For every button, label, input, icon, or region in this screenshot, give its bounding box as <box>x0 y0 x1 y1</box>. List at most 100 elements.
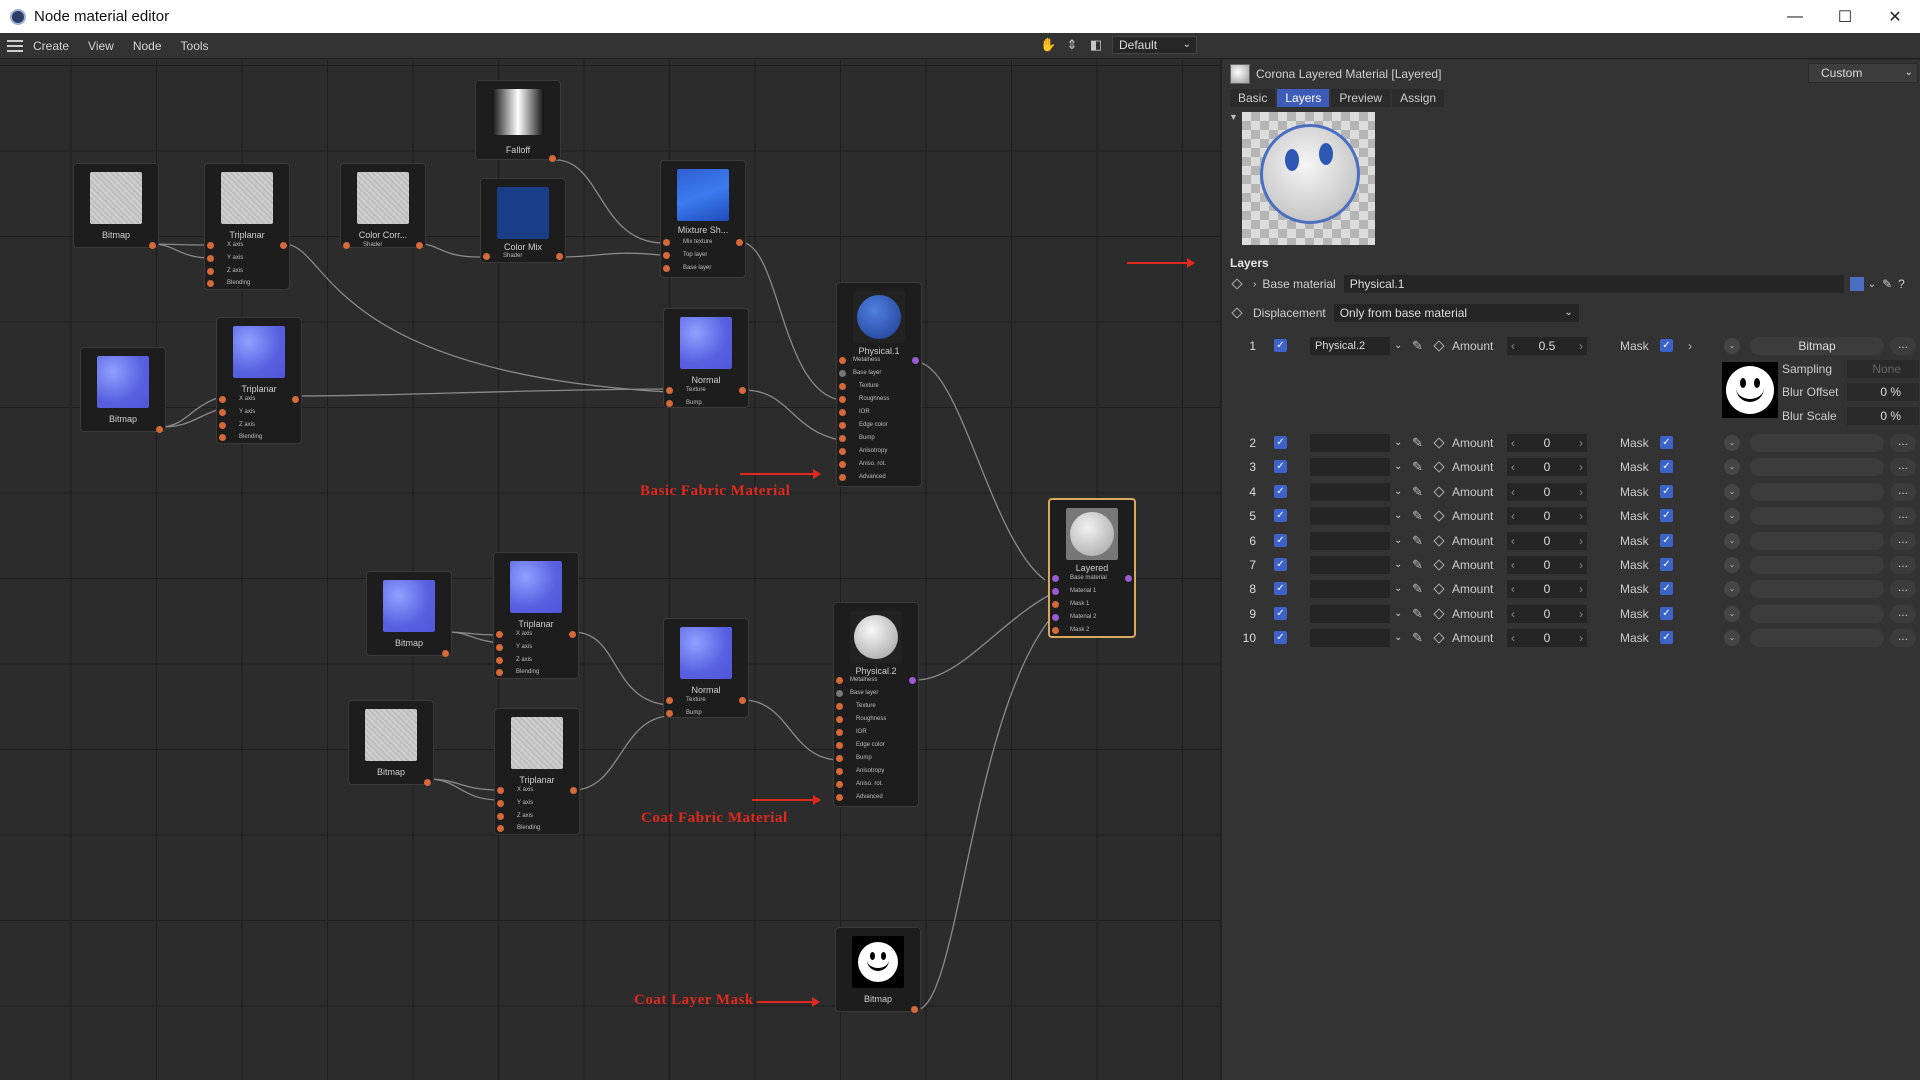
input-port[interactable] <box>839 357 846 364</box>
input-port[interactable] <box>1052 614 1059 621</box>
amount-field[interactable]: ‹0› <box>1507 604 1587 623</box>
edit-icon[interactable]: ✎ <box>1412 630 1423 646</box>
input-port[interactable] <box>836 703 843 710</box>
keyframe-icon[interactable] <box>1433 510 1445 522</box>
expand-mask-icon[interactable]: ⌄ <box>1724 605 1740 622</box>
input-port[interactable] <box>836 742 843 749</box>
collapse-icon[interactable]: ▼ <box>1229 112 1238 122</box>
layer-enabled-checkbox[interactable]: ✓ <box>1274 509 1287 523</box>
input-port[interactable] <box>496 631 503 638</box>
input-port[interactable] <box>839 383 846 390</box>
expand-mask-icon[interactable]: ⌄ <box>1724 581 1740 598</box>
layer-enabled-checkbox[interactable]: ✓ <box>1274 339 1287 352</box>
move-icon[interactable]: ⇕ <box>1066 37 1078 52</box>
input-port[interactable] <box>666 697 673 704</box>
layer-enabled-checkbox[interactable]: ✓ <box>1274 558 1287 571</box>
layer-material-field[interactable] <box>1310 434 1390 452</box>
expand-mask-icon[interactable]: ⌄ <box>1724 532 1740 549</box>
input-port[interactable] <box>207 242 214 249</box>
input-port[interactable] <box>839 461 846 468</box>
chevron-right-icon[interactable]: › <box>1253 278 1257 290</box>
edit-icon[interactable]: ✎ <box>1412 581 1423 597</box>
bitmap-node[interactable]: Bitmap <box>80 347 166 433</box>
mask-checkbox[interactable]: ✓ <box>1660 436 1673 449</box>
chevron-down-icon[interactable]: ⌄ <box>1394 340 1403 351</box>
input-port[interactable] <box>839 396 846 403</box>
node-canvas[interactable]: Falloff Bitmap Triplanar X axis Y axis Z… <box>0 60 1220 1080</box>
output-port[interactable] <box>149 242 156 249</box>
material-swatch-icon[interactable] <box>1849 277 1864 291</box>
keyframe-icon[interactable] <box>1433 608 1445 620</box>
input-port[interactable] <box>219 434 226 441</box>
layer-material-field[interactable] <box>1310 629 1390 648</box>
keyframe-icon[interactable] <box>1433 534 1445 547</box>
layer-material-field[interactable] <box>1310 507 1390 526</box>
output-port[interactable] <box>442 650 449 657</box>
layer-enabled-checkbox[interactable]: ✓ <box>1274 606 1287 620</box>
mixture-shader-node[interactable]: Mixture Sh... Mix texture Top layer Base… <box>660 160 746 278</box>
more-button[interactable]: ... <box>1890 604 1916 623</box>
input-port[interactable] <box>497 787 504 794</box>
chevron-down-icon[interactable]: ⌄ <box>1867 278 1877 290</box>
input-port[interactable] <box>343 242 350 249</box>
edit-icon[interactable]: ✎ <box>1412 605 1423 621</box>
chevron-down-icon[interactable]: ⌄ <box>1394 510 1403 522</box>
mask-shader-field[interactable] <box>1750 482 1884 501</box>
maximize-button[interactable]: ☐ <box>1837 8 1853 26</box>
tab-basic[interactable]: Basic <box>1230 89 1276 107</box>
layer-material-field[interactable] <box>1310 458 1390 477</box>
layered-node[interactable]: Layered Base material Material 1 Mask 1 … <box>1048 498 1136 638</box>
input-port[interactable] <box>219 409 226 416</box>
chevron-down-icon[interactable]: ⌄ <box>1394 534 1403 546</box>
expand-mask-icon[interactable]: ⌄ <box>1724 483 1740 500</box>
mask-checkbox[interactable]: ✓ <box>1660 509 1673 523</box>
keyframe-icon[interactable] <box>1433 583 1445 596</box>
triplanar-node[interactable]: Triplanar X axis Y axis Z axis Blending <box>204 163 290 290</box>
bitmap-node[interactable]: Bitmap <box>366 571 452 657</box>
input-port[interactable] <box>1052 575 1059 582</box>
menu-node[interactable]: Node <box>132 38 162 53</box>
menu-view[interactable]: View <box>88 38 114 53</box>
mask-checkbox[interactable]: ✓ <box>1660 582 1673 596</box>
mask-shader-field[interactable] <box>1750 580 1884 599</box>
panel-toggle-icon[interactable]: ◧ <box>1089 37 1103 52</box>
layer-material-field[interactable] <box>1310 580 1390 599</box>
input-port[interactable] <box>207 268 214 275</box>
input-port[interactable] <box>839 422 846 429</box>
more-button[interactable]: ... <box>1890 337 1916 355</box>
input-port[interactable] <box>497 800 504 807</box>
input-port[interactable] <box>219 396 226 403</box>
input-port[interactable] <box>1052 588 1059 595</box>
amount-field[interactable]: ‹0› <box>1507 507 1587 526</box>
input-port[interactable] <box>836 768 843 775</box>
edit-icon[interactable]: ✎ <box>1412 435 1423 450</box>
chevron-down-icon[interactable]: ⌄ <box>1394 607 1403 619</box>
chevron-right-icon[interactable]: › <box>1688 339 1692 353</box>
more-button[interactable]: ... <box>1890 507 1916 526</box>
mask-checkbox[interactable]: ✓ <box>1660 558 1673 571</box>
edit-icon[interactable]: ✎ <box>1412 532 1423 548</box>
input-port[interactable] <box>497 813 504 820</box>
output-port[interactable] <box>739 697 746 704</box>
input-port[interactable] <box>836 781 843 788</box>
chevron-down-icon[interactable]: ⌄ <box>1394 437 1403 448</box>
keyframe-icon[interactable] <box>1433 340 1445 352</box>
displacement-select[interactable]: Only from base material ⌄ <box>1333 304 1579 322</box>
output-port[interactable] <box>569 631 576 638</box>
mask-checkbox[interactable]: ✓ <box>1660 606 1673 620</box>
input-port[interactable] <box>836 729 843 736</box>
output-port[interactable] <box>280 242 287 249</box>
tab-assign[interactable]: Assign <box>1392 89 1445 107</box>
mask-checkbox[interactable]: ✓ <box>1660 460 1673 474</box>
input-port[interactable] <box>663 252 670 259</box>
expand-mask-icon[interactable]: ⌄ <box>1724 459 1740 476</box>
layer-material-field[interactable] <box>1310 482 1390 501</box>
output-port[interactable] <box>570 787 577 794</box>
bitmap-node[interactable]: Bitmap <box>348 700 434 786</box>
amount-field[interactable]: ‹0› <box>1507 482 1587 501</box>
base-material-field[interactable]: Physical.1 <box>1343 275 1844 293</box>
bitmap-node[interactable]: Bitmap <box>73 163 159 249</box>
more-button[interactable]: ... <box>1890 458 1916 477</box>
tab-preview[interactable]: Preview <box>1331 89 1391 107</box>
mask-checkbox[interactable]: ✓ <box>1660 631 1673 645</box>
